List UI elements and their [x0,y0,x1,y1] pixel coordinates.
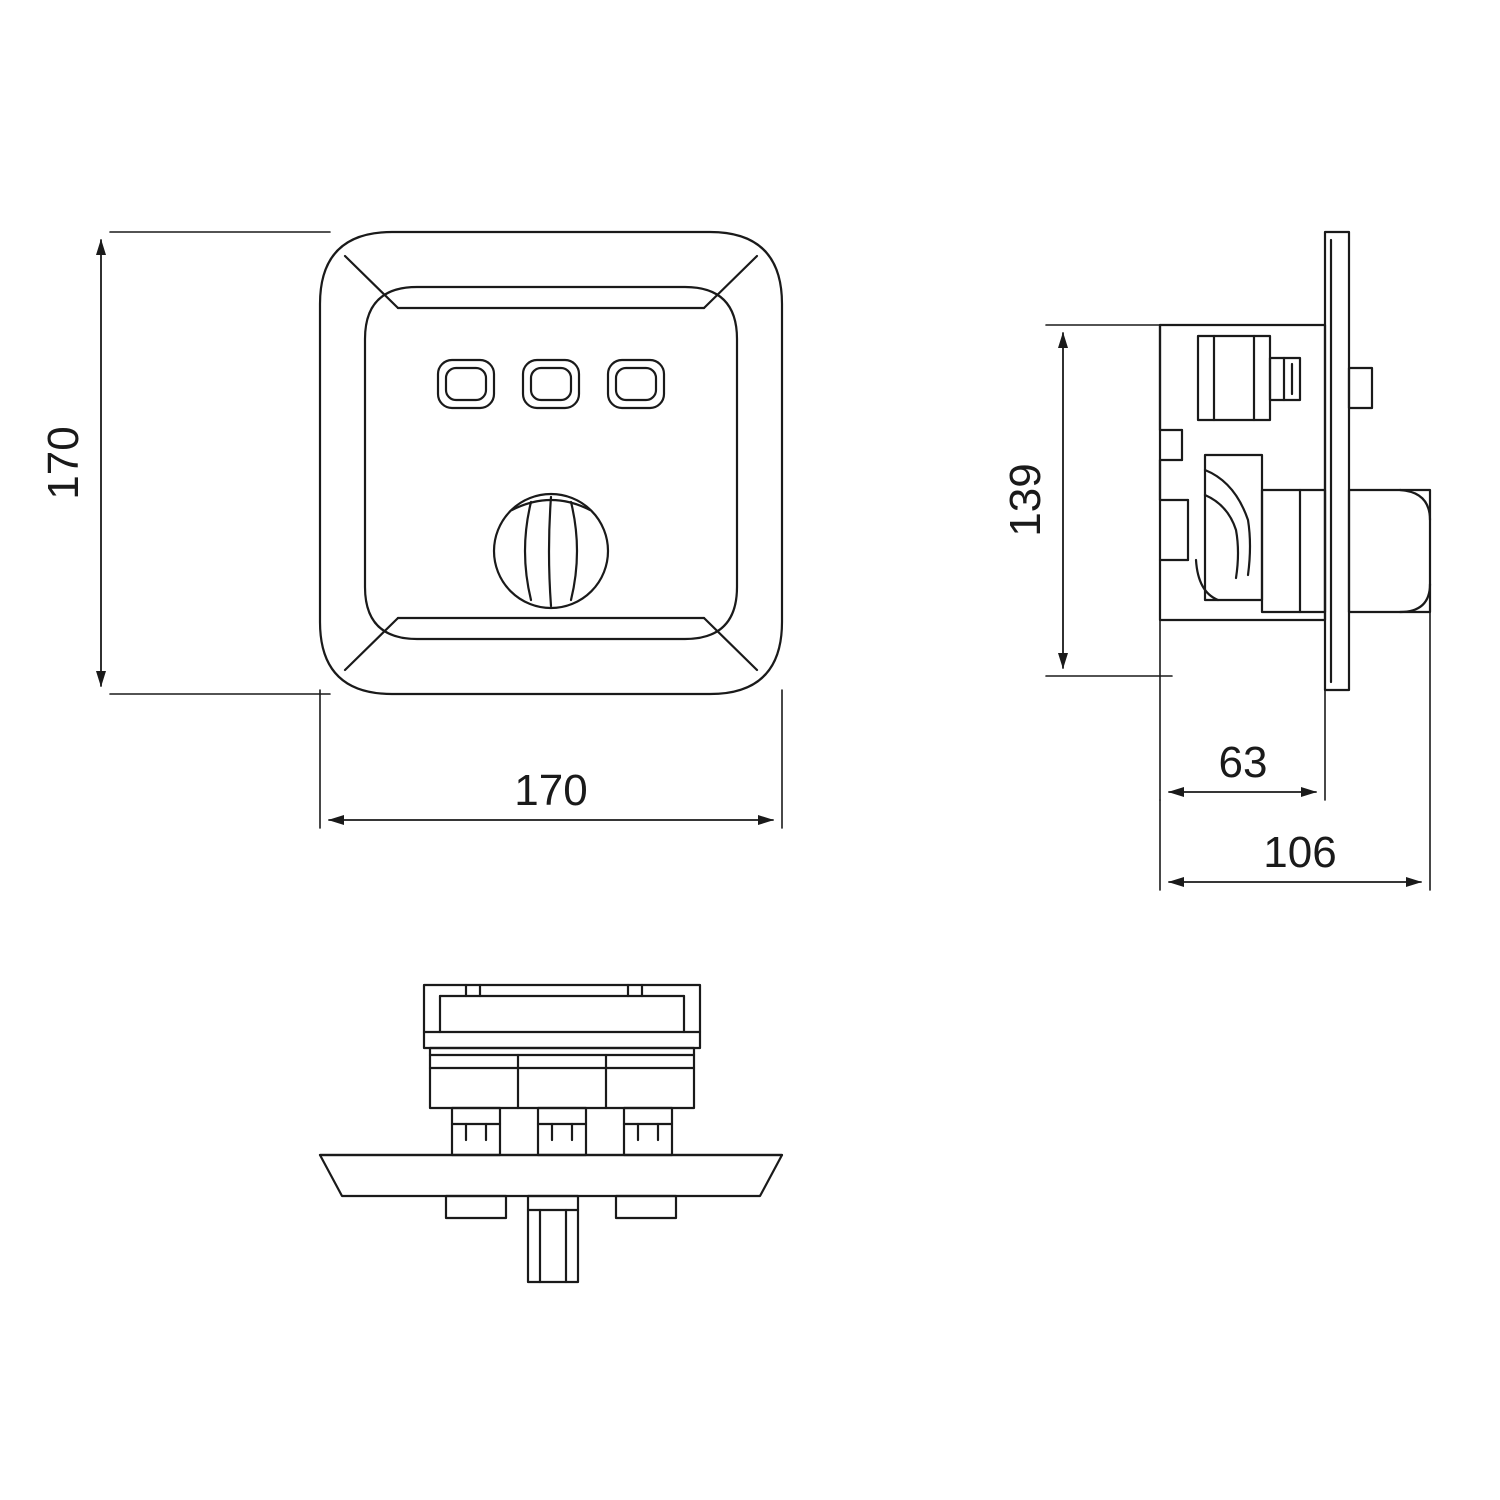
top-valve-stem-right [622,1106,674,1157]
front-outer-plate [318,230,784,696]
side-depth-inner-label: 63 [1219,738,1268,787]
front-bevel-top-left [343,254,400,310]
side-flange-tab-top [1347,366,1374,410]
side-valve-body [1203,453,1264,602]
front-width-dimension [319,689,783,829]
side-wall-plate [1323,230,1351,692]
top-lower-flange-right [614,1194,678,1220]
button-right-inner [614,366,658,402]
front-view [318,230,784,696]
knob-ridge-2 [547,495,553,608]
top-lower-flange-left [444,1194,508,1220]
button-left-inner [444,366,488,402]
top-valve-stem-left [450,1106,502,1157]
side-height-dimension [1045,324,1173,677]
button-center-inner [529,366,573,402]
knob-ridge-1 [523,500,533,602]
knob-ridge-3 [569,500,579,602]
top-cartridge-block [422,983,702,1050]
side-view [1158,230,1432,692]
side-valve-curve-2 [1203,493,1240,580]
side-outlet-spigot [1347,488,1432,614]
top-valve-stem-center [536,1106,588,1157]
side-cartridge-upper [1196,334,1272,422]
side-outlet-spigot-rounding-bottom [1398,582,1432,614]
side-valve-bottom-tail [1194,558,1220,602]
front-bevel-bottom-right [702,616,759,672]
front-bevel-bottom-left [343,616,400,672]
side-depth-total-dimension [1159,611,1431,891]
side-outlet-spigot-rounding-top [1398,488,1432,522]
side-valve-curve-1 [1203,468,1252,577]
button-center[interactable] [521,358,581,410]
side-body-outline [1158,323,1327,622]
top-base-plate [318,1153,784,1198]
front-height-dimension [96,231,331,695]
front-bevel-top-right [702,254,759,310]
top-view [318,983,784,1284]
front-height-label: 170 [39,426,88,499]
side-cartridge-upper-stem [1268,356,1302,402]
front-inner-recess [363,285,739,641]
front-width-label: 170 [514,766,587,815]
top-outlet-stub [526,1194,580,1284]
side-depth-inner-dimension [1159,619,1326,801]
control-knob[interactable] [492,492,610,610]
side-height-label: 139 [1001,463,1050,536]
side-valve-outlet [1260,488,1327,614]
side-depth-total-label: 106 [1263,828,1336,877]
button-left[interactable] [436,358,496,410]
button-right[interactable] [606,358,666,410]
top-mid-body [428,1046,696,1110]
